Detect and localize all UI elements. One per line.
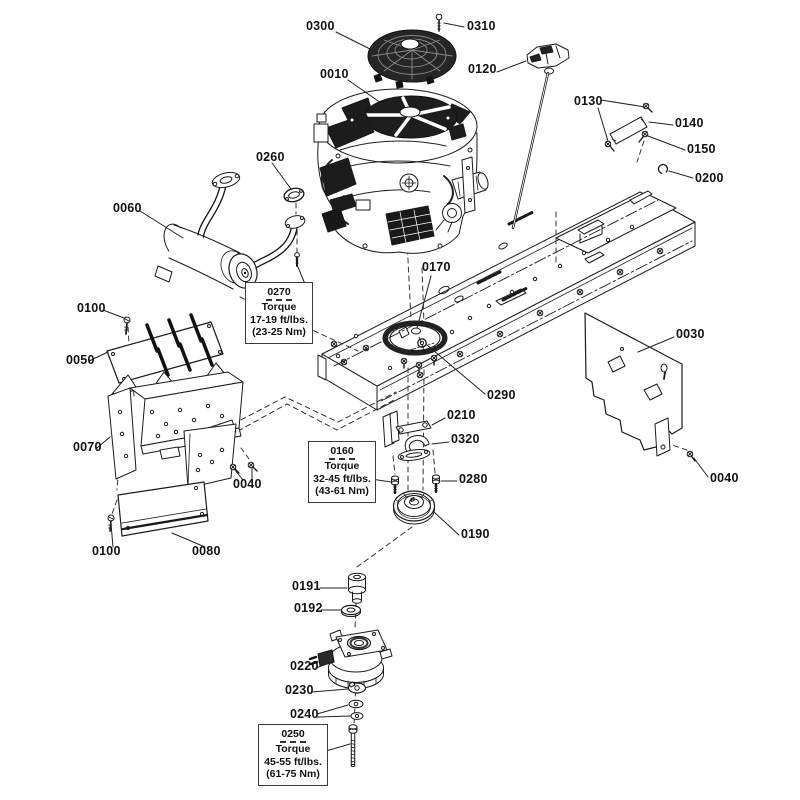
engine-mount (107, 362, 258, 537)
link-bracket (395, 420, 432, 435)
frame-slot-0170 (411, 327, 421, 335)
callout-screw-top: 0100 (77, 301, 106, 315)
mount-bolt-0280 (432, 474, 440, 494)
clutch-bolt-0250 (348, 724, 358, 767)
callout-screw-right: 0040 (710, 471, 739, 485)
hardware-top-right (604, 102, 669, 175)
exhaust-gasket (283, 187, 305, 203)
callout-dipstick: 0120 (468, 62, 497, 76)
right-heat-shield (584, 312, 696, 462)
callout-left-shield: 0050 (66, 353, 95, 367)
callout-bolt-0280: 0280 (459, 472, 488, 486)
callout-spacer-tube: 0140 (675, 116, 704, 130)
callout-washers-0240: 0240 (290, 707, 319, 721)
muffler (154, 171, 306, 290)
mount-plate (117, 481, 209, 537)
torque-nm: (23-25 Nm) (252, 326, 306, 338)
hook-bracket (404, 435, 430, 453)
callout-mount-plate: 0080 (192, 544, 221, 558)
torque-label: Torque (275, 743, 311, 755)
torque-box-0250: 0250 Torque 45-55 ft/lbs. (61-75 Nm) (258, 724, 328, 786)
callout-screw-0150: 0150 (687, 142, 716, 156)
torque-ref: 0270 (266, 286, 292, 301)
callout-screw-bottom: 0100 (92, 544, 121, 558)
torque-label: Torque (324, 460, 360, 472)
callout-grommet: 0290 (487, 388, 516, 402)
spacer-0191 (348, 572, 366, 604)
callout-clutch: 0220 (290, 659, 319, 673)
callout-screws-0130: 0130 (574, 94, 603, 108)
clutch-0220 (308, 629, 393, 689)
callout-screen-screw: 0310 (467, 19, 496, 33)
callout-screws-left: 0040 (233, 477, 262, 491)
mount-studs (400, 354, 438, 373)
callout-muffler: 0060 (113, 201, 142, 215)
leader-lines (88, 22, 709, 752)
frame (317, 190, 696, 411)
torque-label: Torque (261, 301, 297, 313)
support-brackets (382, 410, 440, 495)
callout-frame-slot: 0170 (422, 260, 451, 274)
engine (313, 88, 489, 254)
callout-spacer-0191: 0191 (292, 579, 321, 593)
fan-screen (367, 29, 457, 89)
callout-hook-bracket: 0320 (451, 432, 480, 446)
shield-screw-top (123, 316, 131, 335)
muffler-bolt (294, 252, 300, 267)
mount-screws (229, 461, 258, 474)
spacer-tube (609, 116, 648, 145)
torque-ref: 0250 (280, 728, 306, 743)
callout-engine-mount: 0070 (73, 440, 102, 454)
torque-ftlbs: 17-19 ft/lbs. (250, 313, 308, 326)
torque-ftlbs: 32-45 ft/lbs. (313, 472, 371, 485)
callout-exhaust-gasket: 0260 (256, 150, 285, 164)
callout-washer-0230: 0230 (285, 683, 314, 697)
retainer-ring (657, 163, 669, 175)
torque-box-0160: 0160 Torque 32-45 ft/lbs. (43-61 Nm) (308, 441, 376, 503)
torque-box-0270: 0270 Torque 17-19 ft/lbs. (23-25 Nm) (245, 282, 313, 344)
callout-engine: 0010 (320, 67, 349, 81)
callout-link-bracket: 0210 (447, 408, 476, 422)
washer-0192 (340, 604, 362, 618)
clutch-stack (308, 572, 393, 767)
callout-retainer-ring: 0200 (695, 171, 724, 185)
callout-pulley: 0190 (461, 527, 490, 541)
mount-bolt-0160 (391, 475, 399, 495)
screen-screw (435, 13, 443, 32)
washers-0240 (348, 699, 364, 720)
callout-fan-screen: 0300 (306, 19, 335, 33)
crankshaft-pulley (392, 490, 436, 525)
grommet-0290 (417, 338, 427, 348)
torque-nm: (43-61 Nm) (315, 485, 369, 497)
washer-0230 (347, 681, 367, 694)
left-heat-shield (106, 313, 224, 384)
dipstick (511, 43, 570, 230)
torque-ref: 0160 (329, 445, 355, 460)
plate-screw-bottom (107, 514, 115, 532)
shield-screw (686, 450, 696, 462)
callout-washer-0192: 0192 (294, 601, 323, 615)
callout-right-shield: 0030 (676, 327, 705, 341)
torque-ftlbs: 45-55 ft/lbs. (264, 755, 322, 768)
torque-nm: (61-75 Nm) (266, 768, 320, 780)
